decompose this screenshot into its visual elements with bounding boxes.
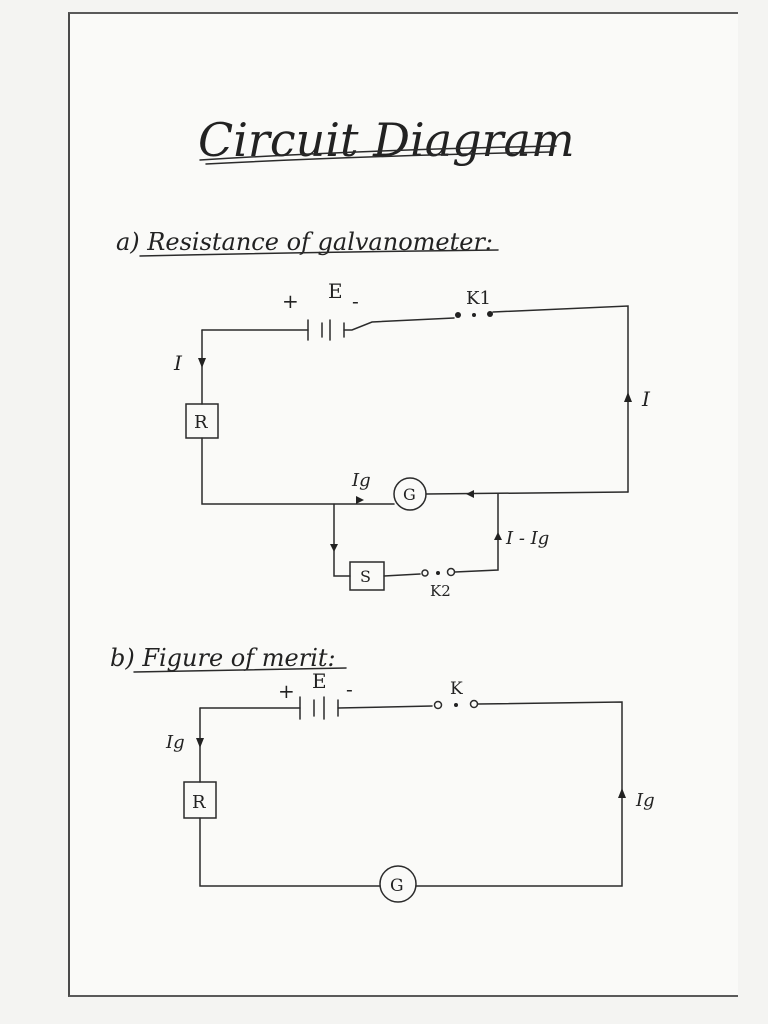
- galvanometer-b-label: G: [390, 876, 404, 896]
- key-b-label: K: [450, 679, 463, 699]
- current-b-right-label: Ig: [635, 790, 655, 811]
- key-a-plug-1: [455, 312, 461, 318]
- key-a-plug-3: [487, 311, 493, 317]
- title-underline-2: [205, 151, 551, 165]
- section-b-heading: b) Figure of merit:: [110, 644, 336, 672]
- battery-a-plus-label: +: [282, 289, 299, 313]
- wire-a-shunt-mid: [383, 573, 421, 577]
- arrow-a-right-current: [624, 392, 632, 402]
- branch-current-a-label: I - Ig: [505, 528, 549, 549]
- wire-b-top-middle: [337, 705, 433, 709]
- galv-current-a-label: Ig: [351, 470, 371, 491]
- shunt-a-label: S: [360, 567, 371, 586]
- section-a-underline: [139, 249, 499, 257]
- resistor-a-label: R: [194, 412, 208, 433]
- wire-a-top-middle: [343, 317, 455, 331]
- key-a-plug-2: [472, 313, 476, 317]
- wire-a-shunt-left: [333, 503, 351, 577]
- section-b-underline: [133, 667, 347, 673]
- arrow-a-shunt-up: [494, 532, 502, 540]
- key-b-plug-2: [454, 703, 458, 707]
- current-b-left-label: Ig: [165, 732, 185, 753]
- emf-a-label: E: [328, 279, 343, 303]
- key-b-plug-3: [469, 699, 479, 709]
- title-underline: [199, 145, 557, 161]
- emf-b-label: E: [312, 669, 327, 693]
- arrow-b-left-current: [196, 738, 204, 748]
- wire-b-right: [415, 701, 623, 887]
- arrow-b-right-current: [618, 788, 626, 798]
- battery-b-plus-label: +: [278, 679, 295, 703]
- key-b-plug-1: [433, 700, 443, 710]
- section-a-heading: a) Resistance of galvanometer:: [116, 228, 493, 256]
- circuit-b: [183, 696, 626, 903]
- wire-a-right: [492, 305, 629, 493]
- wire-a-shunt-right: [454, 493, 499, 573]
- current-a-right-label: I: [641, 387, 651, 411]
- wire-a-left-lower: [201, 437, 395, 505]
- resistor-b-label: R: [192, 792, 206, 813]
- galvanometer-b: [379, 865, 417, 903]
- arrow-a-left-current: [198, 358, 206, 368]
- galvanometer-a-label: G: [403, 485, 416, 504]
- paper-sheet: [68, 12, 738, 997]
- wire-a-galv-right: [425, 491, 629, 495]
- key-a2-plug-2: [436, 571, 440, 575]
- arrow-a-shunt-down: [330, 544, 338, 552]
- battery-b-minus-label: -: [346, 677, 353, 701]
- arrow-a-galv-out: [466, 490, 474, 498]
- page-title: Circuit Diagram: [198, 113, 575, 167]
- circuit-a: [185, 305, 632, 591]
- key-a2-label: K2: [430, 582, 451, 600]
- key-a2-plug-1: [421, 569, 429, 577]
- current-a-left-label: I: [173, 351, 183, 375]
- battery-a-minus-label: -: [352, 289, 359, 313]
- wire-b-bottom-left: [199, 817, 381, 887]
- key-a2-plug-3: [446, 567, 456, 577]
- key-a1-label: K1: [466, 288, 491, 309]
- arrow-a-galv-in: [356, 496, 364, 504]
